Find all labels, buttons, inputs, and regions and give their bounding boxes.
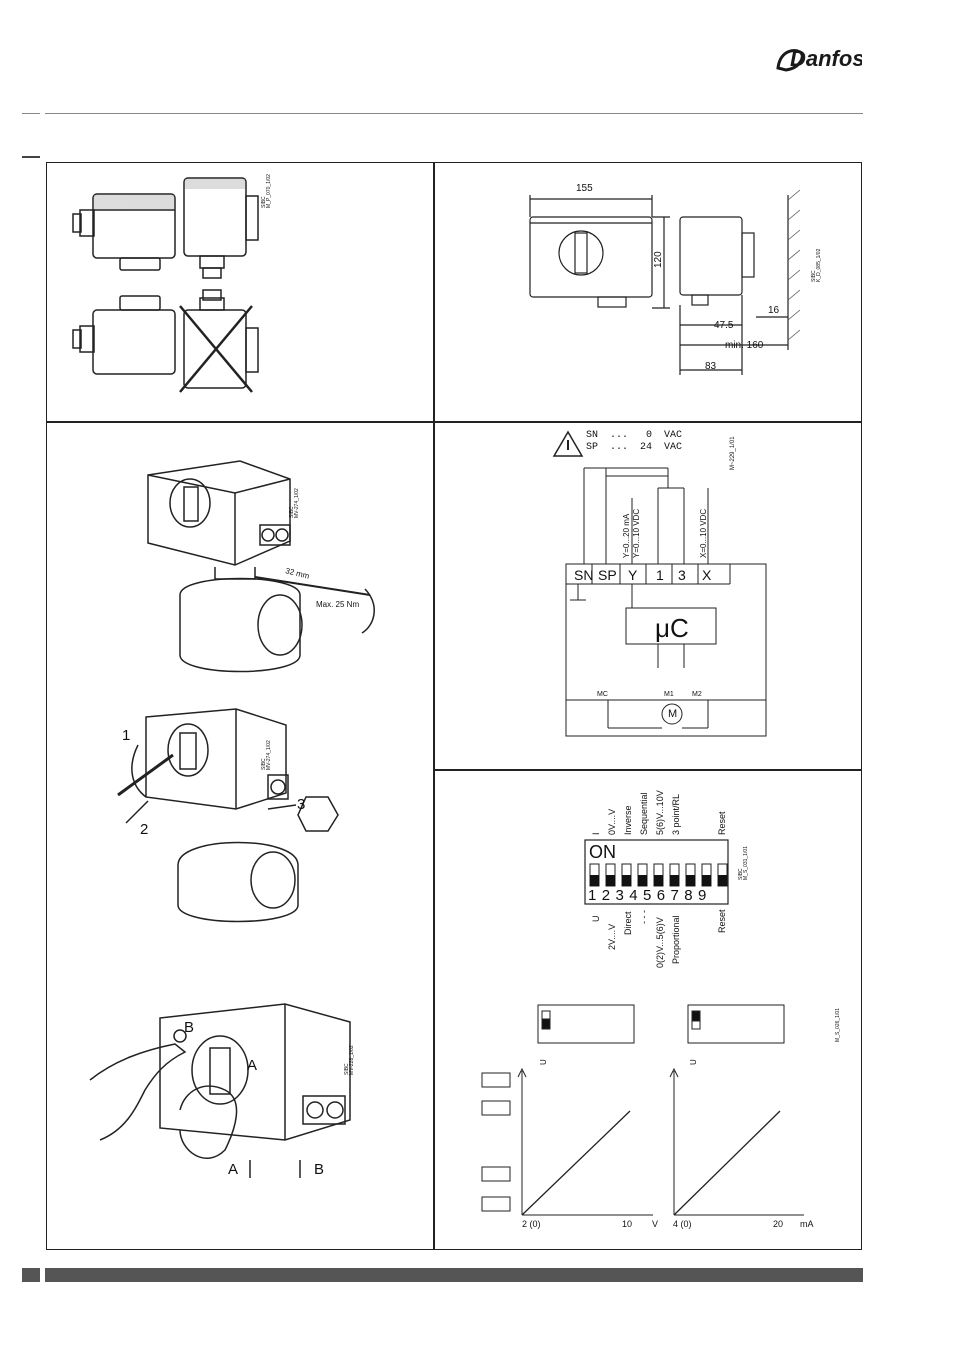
- wiring-x-signal: X=0...10 VDC: [699, 508, 708, 558]
- frame-divider-horizontal: [46, 421, 862, 423]
- wiring-diagram: [552, 430, 767, 737]
- section-mark: [22, 156, 40, 158]
- manual-b-bottom: B: [314, 1161, 325, 1178]
- microcontroller-label: μC: [655, 613, 689, 643]
- wiring-y-signal: Y=0...20 mA: [622, 513, 631, 558]
- mounting-code: SIBC M_P_070_1/02: [261, 174, 272, 208]
- wiring-sp: SP ... 24 VAC: [586, 442, 683, 453]
- dimension-drawing: [529, 189, 801, 375]
- dip-code: SIBC M_S_031_1/01: [738, 846, 749, 880]
- frame-divider-right: [433, 769, 862, 771]
- terminal-1: 1: [656, 567, 664, 583]
- manual-code: SIBC MV-228_1/02: [344, 1045, 355, 1075]
- graph-right-x-end: 20: [773, 1219, 784, 1229]
- dimensions-code: SIBC K_D_085_1/02: [811, 248, 822, 282]
- graph-left-x-unit: V: [652, 1219, 659, 1229]
- wiring-sn: SN ... 0 VAC: [586, 430, 683, 441]
- graph-left-x-end: 10: [622, 1219, 633, 1229]
- logo-text: Danfoss: [790, 46, 862, 71]
- install-figure: [147, 460, 375, 673]
- graph-left-side-mark: U: [539, 1059, 548, 1065]
- characteristic-graphs: [481, 1004, 804, 1216]
- header-rule: [45, 113, 863, 114]
- dip-top-1: I: [591, 832, 601, 835]
- dip-bottom-2: 2V....V: [607, 923, 617, 950]
- dip-top-3: Inverse: [623, 805, 633, 835]
- dip-bottom-9: Reset: [717, 909, 727, 933]
- dim-width: 155: [576, 183, 593, 194]
- dip-numbers: 123456789: [588, 887, 712, 904]
- removal-step-1: 1: [122, 727, 131, 744]
- dim-offset: 47.5: [714, 320, 734, 331]
- dip-top-4: Sequential: [639, 792, 649, 835]
- terminal-sn: SN: [574, 567, 594, 583]
- removal-code: SIBC MV-274_1/02: [261, 740, 272, 770]
- motor-term-mc: MC: [597, 691, 608, 698]
- dip-top-9: Reset: [717, 811, 727, 835]
- removal-figure: [117, 708, 339, 923]
- figure-frame: [46, 162, 862, 1250]
- graph-right-x-unit: mA: [800, 1219, 814, 1229]
- terminal-sp: SP: [598, 567, 617, 583]
- terminal-3: 3: [678, 567, 686, 583]
- dim-height: 120: [653, 251, 664, 268]
- dip-bottom-5: 0(2)V...5(6)V: [655, 917, 665, 968]
- dip-bottom-4: - - -: [639, 910, 649, 924]
- wiring-code: M~229_1/01: [730, 436, 736, 470]
- terminal-x: X: [702, 567, 712, 583]
- torque-label: Max. 25 Nm: [316, 600, 360, 609]
- dip-bottom-6: Proportional: [671, 915, 681, 964]
- dip-top-6: 3 point/RL: [671, 793, 681, 835]
- mounting-positions-figure: [72, 177, 259, 393]
- manual-operation-figure: [89, 1003, 351, 1178]
- motor-term-m2: M2: [692, 691, 702, 698]
- dim-depth: 83: [705, 361, 717, 372]
- motor-symbol: M: [668, 708, 678, 720]
- footer-bar-left: [22, 1268, 40, 1282]
- removal-step-3: 3: [297, 796, 306, 813]
- graphs-code: M_S_026_1/01: [835, 1008, 841, 1042]
- manual-a-bottom: A: [228, 1161, 239, 1178]
- dim-min-clearance: min. 160: [725, 340, 764, 351]
- manual-a-right: A: [247, 1057, 258, 1074]
- graph-left-x-start: 2 (0): [522, 1219, 541, 1229]
- header-rule-left: [22, 113, 40, 114]
- graph-right-x-start: 4 (0): [673, 1219, 692, 1229]
- danfoss-logo: Danfoss: [776, 46, 862, 72]
- wiring-y-signal2: Y=0...10 VDC: [632, 508, 641, 558]
- dip-on-label: ON: [589, 842, 616, 862]
- footer-bar: [45, 1268, 863, 1282]
- dip-top-2: 0V....V: [607, 808, 617, 835]
- manual-b-top: B: [184, 1019, 195, 1036]
- removal-step-2: 2: [140, 821, 149, 838]
- dip-bottom-3: Direct: [623, 911, 633, 935]
- dip-switch-figure: [584, 839, 729, 905]
- graph-right-side-mark: U: [689, 1059, 698, 1065]
- frame-divider-vertical: [433, 162, 435, 1250]
- install-code: SIBC MV-274_1/02: [289, 488, 300, 518]
- dip-top-5: 5(6)V...10V: [655, 790, 665, 835]
- dip-bottom-1: U: [591, 915, 601, 923]
- dim-wall-gap: 16: [768, 305, 780, 316]
- terminal-y: Y: [628, 567, 638, 583]
- motor-term-m1: M1: [664, 691, 674, 698]
